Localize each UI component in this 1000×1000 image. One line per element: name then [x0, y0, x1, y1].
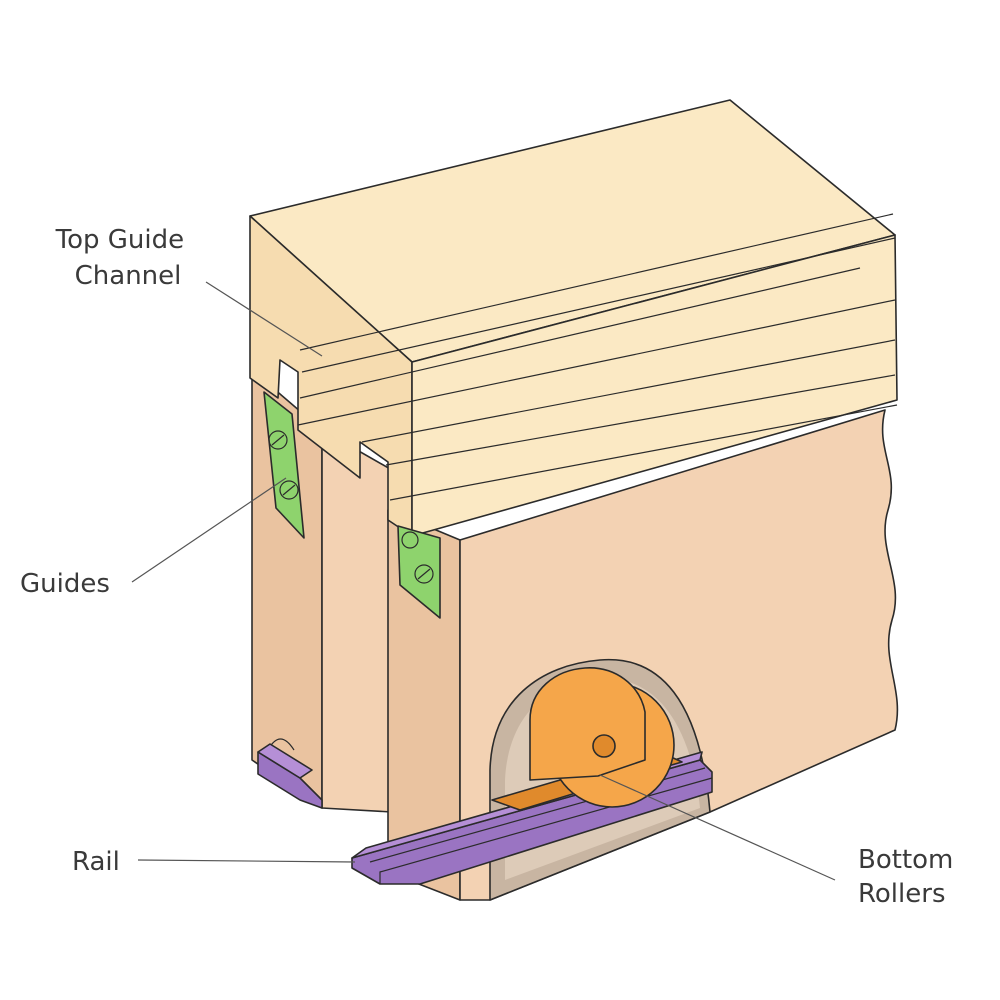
- guides-leader: [131, 477, 287, 583]
- back-door-front: [321, 429, 393, 813]
- top-guide-channel-label: Top Guide Channel: [55, 225, 193, 291]
- bottom-rollers-leader: [599, 774, 836, 881]
- back-door: [251, 369, 393, 813]
- back-rail: [257, 743, 323, 809]
- guide-plate-front: [397, 525, 441, 619]
- guides-label: Guides: [20, 569, 110, 599]
- rail-label: Rail: [72, 847, 120, 877]
- roller-axle: [592, 734, 616, 758]
- rail-leader: [137, 859, 356, 863]
- bottom-rollers-label: Bottom Rollers: [858, 845, 962, 909]
- guide-plate-back: [263, 391, 305, 539]
- bottom-roller: [491, 667, 683, 811]
- top-guide-leader: [205, 281, 323, 357]
- top-guide-header: [249, 99, 898, 537]
